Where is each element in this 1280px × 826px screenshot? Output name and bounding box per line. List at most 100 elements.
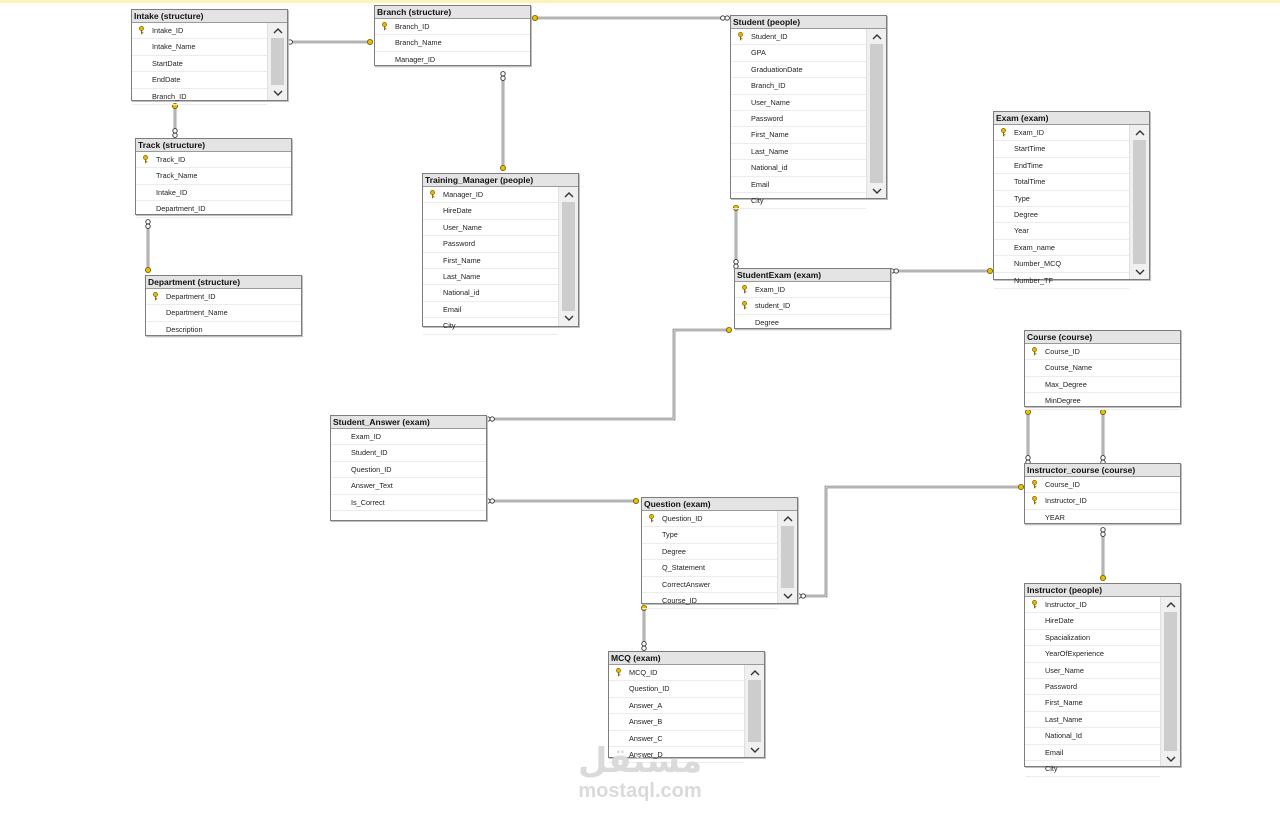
scrollbar-thumb[interactable]	[271, 38, 284, 85]
column-row[interactable]: GraduationDate	[731, 62, 866, 79]
relationship-track-department[interactable]	[144, 219, 151, 273]
column-row[interactable]: City	[731, 193, 866, 210]
table-title[interactable]: Exam (exam)	[994, 112, 1149, 125]
column-row[interactable]: StartDate	[132, 56, 267, 73]
column-row[interactable]: Degree	[642, 544, 777, 561]
column-row[interactable]: StartTime	[994, 141, 1129, 158]
column-row[interactable]: Type	[994, 191, 1129, 207]
column-row[interactable]: Number_TF	[994, 273, 1129, 289]
column-row[interactable]: Email	[731, 177, 866, 193]
vertical-scrollbar[interactable]	[1160, 597, 1180, 767]
table-title[interactable]: Track (structure)	[136, 139, 291, 152]
scroll-down-arrow-icon[interactable]	[745, 743, 764, 757]
column-row[interactable]: Intake_ID	[136, 185, 291, 202]
column-row[interactable]: TotalTime	[994, 174, 1129, 191]
table-title[interactable]: Course (course)	[1025, 331, 1180, 344]
column-row[interactable]: Password	[423, 236, 558, 253]
relationship--[interactable]	[1100, 527, 1107, 582]
scrollbar-thumb[interactable]	[1164, 612, 1177, 752]
vertical-scrollbar[interactable]	[866, 29, 886, 199]
column-row[interactable]: Answer_A	[609, 698, 744, 715]
scroll-up-arrow-icon[interactable]	[1130, 125, 1149, 139]
column-row[interactable]: EndTime	[994, 158, 1129, 175]
table-title[interactable]: Training_Manager (people)	[423, 174, 578, 187]
column-row[interactable]: Course_ID	[1025, 344, 1180, 361]
relationship-mcq-question[interactable]	[641, 605, 648, 651]
scroll-up-arrow-icon[interactable]	[268, 23, 287, 37]
column-row[interactable]: Department_Name	[146, 305, 301, 322]
scroll-down-arrow-icon[interactable]	[1161, 752, 1180, 766]
scroll-down-arrow-icon[interactable]	[778, 589, 797, 603]
scroll-down-arrow-icon[interactable]	[867, 184, 886, 198]
scrollbar-thumb[interactable]	[562, 202, 575, 311]
column-row[interactable]: CorrectAnswer	[642, 577, 777, 593]
column-row[interactable]: HireDate	[1025, 613, 1160, 630]
column-row[interactable]: Degree	[994, 207, 1129, 224]
column-row[interactable]: Manager_ID	[423, 187, 558, 204]
table-title[interactable]: Intake (structure)	[132, 10, 287, 23]
column-row[interactable]: Email	[1025, 745, 1160, 761]
scroll-up-arrow-icon[interactable]	[1161, 597, 1180, 611]
column-row[interactable]: Spacialization	[1025, 630, 1160, 647]
scroll-up-arrow-icon[interactable]	[778, 511, 797, 525]
relationship-student_exam-exam[interactable]	[889, 267, 994, 274]
column-row[interactable]: User_Name	[731, 95, 866, 111]
column-row[interactable]: Description	[146, 322, 301, 339]
vertical-scrollbar[interactable]	[777, 511, 797, 604]
table-title[interactable]: StudentExam (exam)	[735, 269, 890, 282]
column-row[interactable]: Intake_Name	[132, 39, 267, 56]
column-row[interactable]: Degree	[735, 315, 890, 332]
column-row[interactable]: Last_Name	[731, 144, 866, 161]
scroll-down-arrow-icon[interactable]	[559, 312, 578, 326]
column-row[interactable]: Exam_ID	[735, 282, 890, 299]
column-row[interactable]: Question_ID	[331, 462, 486, 479]
table-title[interactable]: Instructor_course (course)	[1025, 464, 1180, 477]
relationship-intake-branch[interactable]	[283, 39, 373, 46]
scroll-down-arrow-icon[interactable]	[268, 86, 287, 100]
column-row[interactable]: Question_ID	[609, 681, 744, 698]
column-row[interactable]: Instructor_ID	[1025, 597, 1160, 614]
column-row[interactable]: Password	[1025, 679, 1160, 696]
vertical-scrollbar[interactable]	[558, 187, 578, 326]
relationship-student_answer-student_exam[interactable]	[485, 326, 733, 422]
table-title[interactable]: Question (exam)	[642, 498, 797, 511]
column-row[interactable]: National_Id	[1025, 728, 1160, 745]
relationship-branch-training_manager[interactable]	[499, 71, 506, 171]
column-row[interactable]: Course_ID	[642, 593, 777, 610]
relationship-track-intake[interactable]	[171, 103, 178, 138]
column-row[interactable]: First_Name	[731, 127, 866, 144]
column-row[interactable]: Last_Name	[423, 269, 558, 286]
column-row[interactable]: Type	[642, 527, 777, 544]
table-title[interactable]: Department (structure)	[146, 276, 301, 289]
column-row[interactable]: Intake_ID	[132, 23, 267, 40]
scroll-up-arrow-icon[interactable]	[745, 665, 764, 679]
column-row[interactable]: Track_Name	[136, 168, 291, 185]
column-row[interactable]: Max_Degree	[1025, 377, 1180, 394]
column-row[interactable]: Answer_C	[609, 731, 744, 747]
relationship-student_answer-question[interactable]	[485, 497, 640, 504]
column-row[interactable]: User_Name	[423, 220, 558, 237]
column-row[interactable]: Email	[423, 302, 558, 319]
column-row[interactable]: Manager_ID	[375, 52, 530, 69]
column-row[interactable]: User_Name	[1025, 663, 1160, 679]
column-row[interactable]: Password	[731, 111, 866, 128]
vertical-scrollbar[interactable]	[1129, 125, 1149, 279]
column-row[interactable]: Answer_D	[609, 747, 744, 764]
column-row[interactable]: Number_MCQ	[994, 256, 1129, 273]
column-row[interactable]: Q_Statement	[642, 560, 777, 577]
scrollbar-thumb[interactable]	[748, 680, 761, 743]
column-row[interactable]: Is_Correct	[331, 495, 486, 511]
relationship-instructor_course-course[interactable]	[1025, 408, 1032, 465]
column-row[interactable]: Answer_B	[609, 714, 744, 731]
column-row[interactable]: Track_ID	[136, 152, 291, 169]
vertical-scrollbar[interactable]	[267, 23, 287, 100]
